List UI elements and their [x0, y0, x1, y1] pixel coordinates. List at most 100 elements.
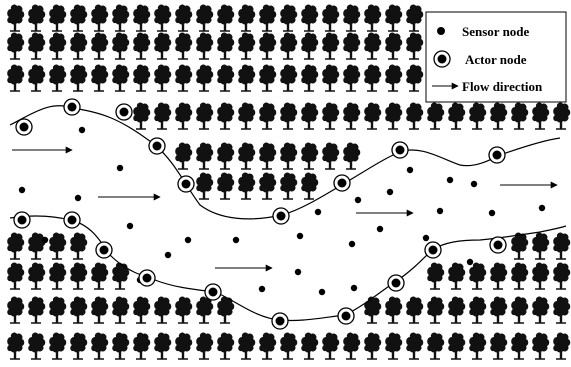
- tree-icon: [406, 297, 423, 323]
- sensor-node: [351, 285, 357, 291]
- tree-icon: [322, 143, 339, 169]
- sensor-node: [437, 208, 443, 214]
- tree-icon: [175, 5, 192, 31]
- tree-icon: [7, 263, 24, 289]
- tree-icon: [175, 33, 192, 59]
- tree-icon: [238, 33, 255, 59]
- tree-icon: [91, 5, 108, 31]
- actor-node: [425, 242, 441, 258]
- sensor-node: [423, 235, 429, 241]
- tree-icon: [553, 333, 570, 359]
- tree-icon: [238, 65, 255, 91]
- sensor-node: [185, 237, 191, 243]
- tree-icon: [154, 103, 171, 129]
- tree-icon: [448, 263, 465, 289]
- sensor-node: [233, 237, 239, 243]
- actor-node: [14, 212, 30, 228]
- tree-icon: [280, 143, 297, 169]
- tree-icon: [301, 103, 318, 129]
- tree-icon: [553, 233, 570, 259]
- actor-node: [178, 176, 194, 192]
- tree-icon: [154, 333, 171, 359]
- tree-icon: [238, 5, 255, 31]
- tree-icon: [364, 297, 381, 323]
- tree-icon: [490, 103, 507, 129]
- sensor-node: [75, 195, 81, 201]
- tree-icon: [259, 5, 276, 31]
- tree-icon: [259, 103, 276, 129]
- tree-icon: [280, 333, 297, 359]
- tree-icon: [112, 65, 129, 91]
- tree-icon: [91, 297, 108, 323]
- tree-icon: [301, 33, 318, 59]
- tree-icon: [28, 5, 45, 31]
- tree-icon: [217, 333, 234, 359]
- tree-icon: [28, 297, 45, 323]
- tree-icon: [7, 33, 24, 59]
- tree-icon: [343, 5, 360, 31]
- tree-icon: [175, 297, 192, 323]
- sensor-node: [355, 197, 361, 203]
- tree-icon: [280, 103, 297, 129]
- tree-icon: [406, 65, 423, 91]
- tree-icon: [217, 5, 234, 31]
- tree-icon: [175, 333, 192, 359]
- actor-node: [273, 208, 289, 224]
- tree-icon: [259, 33, 276, 59]
- tree-icon: [70, 263, 87, 289]
- tree-icon: [553, 103, 570, 129]
- sensor-node: [79, 127, 85, 133]
- actor-node: [205, 284, 221, 300]
- tree-icon: [70, 333, 87, 359]
- tree-icon: [532, 333, 549, 359]
- sensor-node: [259, 286, 265, 292]
- sensor-node: [297, 233, 303, 239]
- tree-icon: [70, 297, 87, 323]
- tree-icon: [364, 333, 381, 359]
- tree-icon: [259, 65, 276, 91]
- tree-icon: [301, 65, 318, 91]
- tree-icon: [154, 33, 171, 59]
- actor-node: [338, 308, 354, 324]
- tree-icon: [532, 297, 549, 323]
- tree-icon: [364, 5, 381, 31]
- sensor-node: [447, 177, 453, 183]
- tree-icon: [7, 233, 24, 259]
- tree-icon: [49, 263, 66, 289]
- tree-icon: [112, 333, 129, 359]
- tree-icon: [133, 33, 150, 59]
- sensor-node: [471, 181, 477, 187]
- tree-icon: [511, 297, 528, 323]
- tree-icon: [91, 65, 108, 91]
- tree-icon: [175, 103, 192, 129]
- tree-icon: [469, 333, 486, 359]
- tree-icon: [322, 5, 339, 31]
- tree-icon: [490, 297, 507, 323]
- tree-icon: [70, 65, 87, 91]
- tree-icon: [238, 103, 255, 129]
- tree-icon: [7, 333, 24, 359]
- legend-actor-label: Actor node: [465, 52, 527, 67]
- tree-icon: [301, 173, 318, 199]
- tree-icon: [91, 263, 108, 289]
- actor-node: [272, 313, 288, 329]
- tree-icon: [154, 5, 171, 31]
- actor-node: [64, 212, 80, 228]
- tree-icon: [217, 143, 234, 169]
- tree-icon: [343, 333, 360, 359]
- tree-icon: [385, 103, 402, 129]
- sensor-node: [127, 223, 133, 229]
- tree-icon: [196, 173, 213, 199]
- tree-icon: [70, 5, 87, 31]
- tree-icon: [49, 297, 66, 323]
- tree-icon: [406, 103, 423, 129]
- tree-icon: [448, 103, 465, 129]
- tree-icon: [28, 263, 45, 289]
- tree-icon: [175, 65, 192, 91]
- actor-node: [116, 104, 132, 120]
- tree-icon: [343, 33, 360, 59]
- tree-icon: [469, 297, 486, 323]
- sensor-node: [19, 187, 25, 193]
- tree-icon: [133, 333, 150, 359]
- tree-icon: [70, 233, 87, 259]
